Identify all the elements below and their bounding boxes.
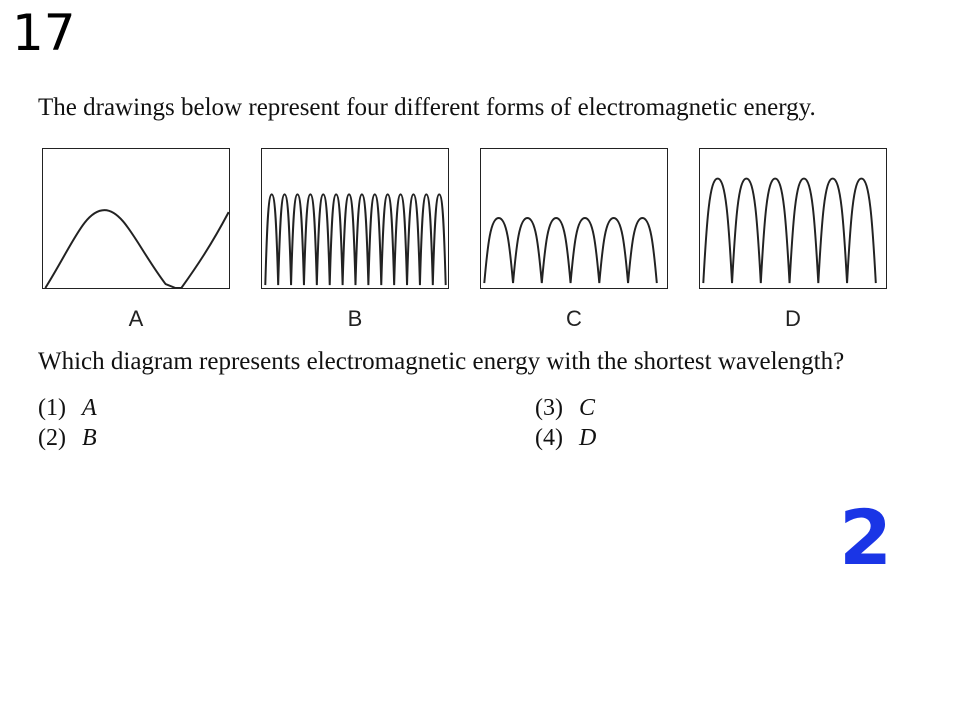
choice-2-letter: B (82, 425, 97, 451)
wave-diagram-a (42, 148, 230, 289)
question-text: Which diagram represents electromagnetic… (38, 348, 845, 375)
diagram-label-d: D (785, 306, 801, 331)
diagram-label-c: C (566, 306, 582, 331)
wave-d-svg (702, 177, 877, 284)
choice-4[interactable]: (4) D (535, 423, 596, 453)
wave-d-path (702, 177, 877, 284)
diagram-label-b: B (347, 306, 363, 331)
choice-1[interactable]: (1) A (38, 393, 97, 423)
wave-b-path (264, 193, 447, 286)
wave-a-path (44, 209, 229, 288)
choice-3[interactable]: (3) C (535, 393, 595, 423)
choice-4-number: (4) (535, 425, 563, 451)
choice-2-number: (2) (38, 425, 66, 451)
choice-3-number: (3) (535, 395, 563, 421)
wave-c-path (483, 217, 658, 284)
wave-a-svg (44, 209, 229, 288)
choice-4-letter: D (579, 425, 597, 451)
intro-text: The drawings below represent four differ… (38, 94, 816, 121)
choice-3-letter: C (579, 395, 596, 421)
wave-c-svg (483, 217, 658, 284)
diagram-label-a: A (128, 306, 144, 331)
answer-mark: 2 (839, 493, 892, 582)
choice-1-letter: A (82, 395, 97, 421)
question-number: 17 (12, 4, 76, 62)
choice-1-number: (1) (38, 395, 66, 421)
wave-b-svg (264, 193, 447, 286)
choice-2[interactable]: (2) B (38, 423, 97, 453)
wave-diagram-c (480, 148, 668, 289)
wave-diagram-b (261, 148, 449, 289)
wave-diagram-d (699, 148, 887, 289)
